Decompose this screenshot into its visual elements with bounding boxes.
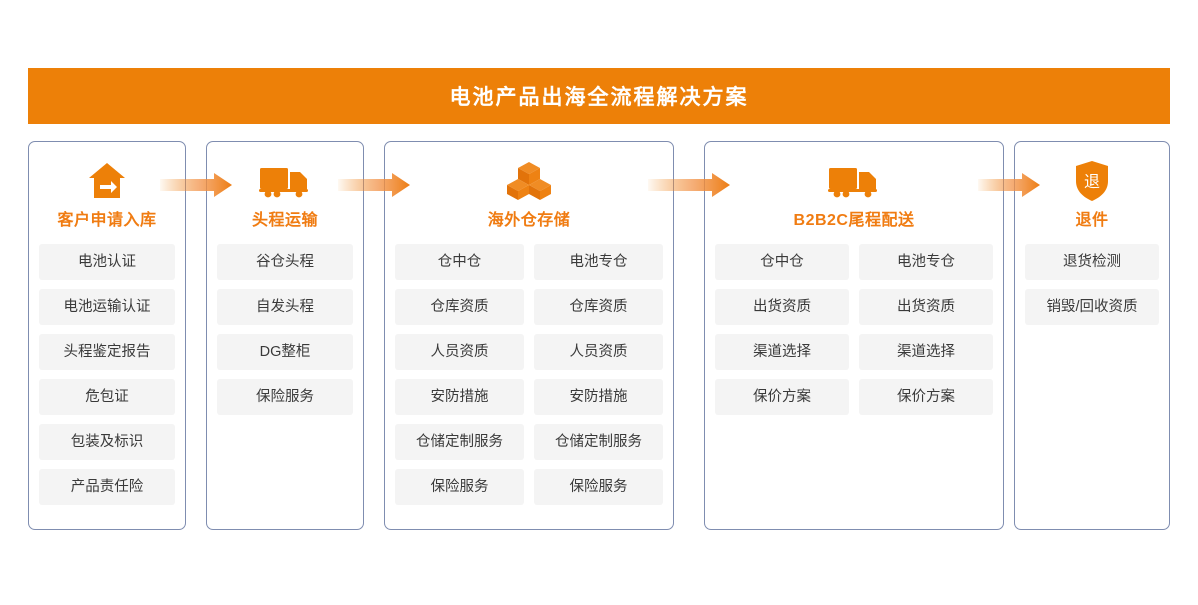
- stage-item-column: 电池认证电池运输认证头程鉴定报告危包证包装及标识产品责任险: [39, 244, 175, 505]
- stage-item-pill[interactable]: 销毁/回收资质: [1025, 289, 1159, 325]
- stage-item-pill[interactable]: DG整柜: [217, 334, 353, 370]
- stage-item-pill[interactable]: 仓库资质: [534, 289, 663, 325]
- stage-item-pill[interactable]: 头程鉴定报告: [39, 334, 175, 370]
- stage-item-column: 电池专仓出货资质渠道选择保价方案: [859, 244, 993, 415]
- stage-item-columns: 仓中仓出货资质渠道选择保价方案电池专仓出货资质渠道选择保价方案: [705, 244, 1003, 415]
- stage-item-pill[interactable]: 保险服务: [534, 469, 663, 505]
- stage-item-column: 退货检测销毁/回收资质: [1025, 244, 1159, 325]
- stage-item-columns: 电池认证电池运输认证头程鉴定报告危包证包装及标识产品责任险: [29, 244, 185, 505]
- cubes-icon: [500, 156, 558, 206]
- stage-item-pill[interactable]: 保险服务: [395, 469, 524, 505]
- stage-item-pill[interactable]: 出货资质: [715, 289, 849, 325]
- stage-item-pill[interactable]: 仓中仓: [395, 244, 524, 280]
- stage-item-pill[interactable]: 保险服务: [217, 379, 353, 415]
- stage-item-pill[interactable]: 电池运输认证: [39, 289, 175, 325]
- stage-item-pill[interactable]: 自发头程: [217, 289, 353, 325]
- stage-item-pill[interactable]: 电池认证: [39, 244, 175, 280]
- stage-item-pill[interactable]: 保价方案: [859, 379, 993, 415]
- truck-icon: [256, 156, 314, 206]
- stage-card-returns[interactable]: 退退件退货检测销毁/回收资质: [1014, 141, 1170, 530]
- stage-item-columns: 仓中仓仓库资质人员资质安防措施仓储定制服务保险服务电池专仓仓库资质人员资质安防措…: [385, 244, 673, 505]
- stage-title: 海外仓存储: [487, 212, 571, 229]
- stage-item-pill[interactable]: 危包证: [39, 379, 175, 415]
- stage-title: 客户申请入库: [57, 212, 157, 229]
- stage-item-column: 仓中仓仓库资质人员资质安防措施仓储定制服务保险服务: [395, 244, 524, 505]
- stage-item-pill[interactable]: 电池专仓: [534, 244, 663, 280]
- stage-item-pill[interactable]: 电池专仓: [859, 244, 993, 280]
- svg-text:退: 退: [1084, 173, 1100, 191]
- stage-item-pill[interactable]: 渠道选择: [859, 334, 993, 370]
- stage-item-pill[interactable]: 谷仓头程: [217, 244, 353, 280]
- stage-item-pill[interactable]: 仓储定制服务: [534, 424, 663, 460]
- stage-card-b2b2c-last-mile-delivery[interactable]: B2B2C尾程配送仓中仓出货资质渠道选择保价方案电池专仓出货资质渠道选择保价方案: [704, 141, 1004, 530]
- stage-item-columns: 谷仓头程自发头程 DG整柜保险服务: [207, 244, 363, 415]
- stage-item-column: 谷仓头程自发头程 DG整柜保险服务: [217, 244, 353, 415]
- stage-item-pill[interactable]: 安防措施: [534, 379, 663, 415]
- stage-card-customer-inbound-request[interactable]: 客户申请入库电池认证电池运输认证头程鉴定报告危包证包装及标识产品责任险: [28, 141, 186, 530]
- truck-icon: [825, 156, 883, 206]
- shield-return-icon: 退: [1063, 156, 1121, 206]
- stage-item-pill[interactable]: 渠道选择: [715, 334, 849, 370]
- warehouse-inbound-icon: [78, 156, 136, 206]
- stage-title: B2B2C尾程配送: [793, 212, 915, 229]
- header-banner: 电池产品出海全流程解决方案: [28, 68, 1170, 124]
- stage-item-pill[interactable]: 人员资质: [395, 334, 524, 370]
- stage-item-column: 仓中仓出货资质渠道选择保价方案: [715, 244, 849, 415]
- stage-item-pill[interactable]: 仓库资质: [395, 289, 524, 325]
- stage-item-pill[interactable]: 仓储定制服务: [395, 424, 524, 460]
- stage-item-pill[interactable]: 产品责任险: [39, 469, 175, 505]
- stage-cards-row: 客户申请入库电池认证电池运输认证头程鉴定报告危包证包装及标识产品责任险头程运输谷…: [28, 141, 1170, 531]
- stage-item-pill[interactable]: 包装及标识: [39, 424, 175, 460]
- stage-card-overseas-warehouse-storage[interactable]: 海外仓存储仓中仓仓库资质人员资质安防措施仓储定制服务保险服务电池专仓仓库资质人员…: [384, 141, 674, 530]
- stage-card-first-leg-transport[interactable]: 头程运输谷仓头程自发头程 DG整柜保险服务: [206, 141, 364, 530]
- stage-item-pill[interactable]: 人员资质: [534, 334, 663, 370]
- stage-item-pill[interactable]: 安防措施: [395, 379, 524, 415]
- stage-item-pill[interactable]: 仓中仓: [715, 244, 849, 280]
- stage-item-pill[interactable]: 退货检测: [1025, 244, 1159, 280]
- stage-item-columns: 退货检测销毁/回收资质: [1015, 244, 1169, 325]
- stage-title: 退件: [1075, 212, 1109, 229]
- page-title: 电池产品出海全流程解决方案: [449, 86, 749, 109]
- stage-item-column: 电池专仓仓库资质人员资质安防措施仓储定制服务保险服务: [534, 244, 663, 505]
- stage-item-pill[interactable]: 保价方案: [715, 379, 849, 415]
- stage-item-pill[interactable]: 出货资质: [859, 289, 993, 325]
- stage-title: 头程运输: [251, 212, 318, 229]
